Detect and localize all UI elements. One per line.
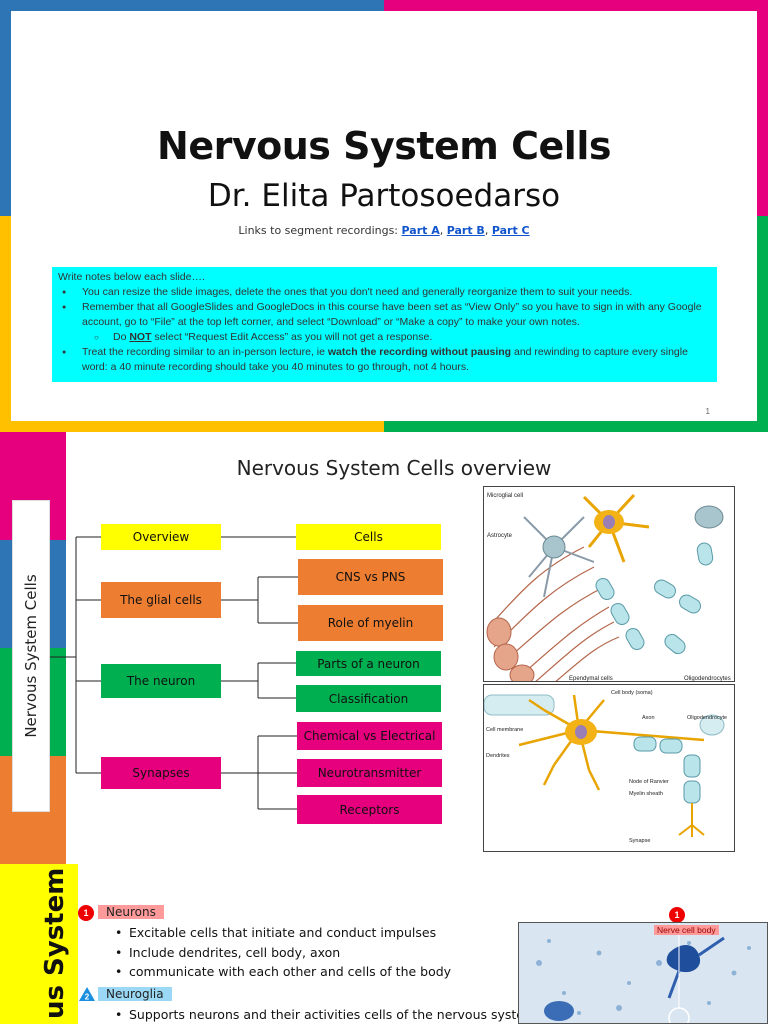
glial-cells-illustration: Microglial cell Astrocyte Ependymal cell…: [486, 493, 731, 682]
label-synapse: Synapse: [629, 838, 650, 844]
frame-bar-left-bottom: [0, 216, 11, 432]
neurons-bullet: communicate with each other and cells of…: [113, 962, 451, 982]
box-cns-vs-pns: CNS vs PNS: [298, 559, 443, 595]
frame-bar-top-right: [384, 0, 768, 11]
notes-subbullet-edit-access: Do NOT select “Request Edit Access” as y…: [58, 330, 711, 345]
number-badge-1: 1: [78, 905, 94, 921]
link-part-b[interactable]: Part B: [446, 224, 485, 237]
label-oligodendrocytes: Oligodendrocytes: [684, 676, 731, 682]
header-neurons: Neurons: [98, 905, 164, 919]
box-chemical-vs-electrical: Chemical vs Electrical: [297, 722, 442, 750]
label-myelin-sheath: Myelin sheath: [629, 791, 663, 797]
page-number: 1: [705, 407, 710, 416]
connector-lines: [50, 536, 298, 810]
notes-box: Write notes below each slide…. You can r…: [52, 267, 717, 382]
neuron-figure: Cell body (soma) Cell membrane Axon Olig…: [483, 684, 735, 852]
notes-intro: Write notes below each slide….: [58, 271, 205, 283]
label-microglial: Microglial cell: [487, 493, 523, 499]
recording-links: Links to segment recordings: Part A, Par…: [238, 224, 530, 237]
neuron-illustration: Cell body (soma) Cell membrane Axon Olig…: [484, 690, 727, 844]
notes-bullet-resize: You can resize the slide images, delete …: [58, 285, 711, 300]
sub-bold: NOT: [129, 331, 152, 343]
label-oligodendrocyte: Oligodendrocyte: [687, 715, 727, 721]
links-prefix: Links to segment recordings:: [238, 224, 402, 237]
b3-bold: watch the recording without pausing: [327, 346, 512, 358]
micrograph-image: Nerve cell body: [518, 922, 768, 1024]
label-cell-body: Cell body (soma): [611, 690, 653, 696]
label-dendrites: Dendrites: [486, 753, 510, 759]
notes-bullet-view-only: Remember that all GoogleSlides and Googl…: [58, 300, 711, 330]
box-cells: Cells: [296, 524, 441, 550]
side-title-bar: us System: [0, 864, 78, 1024]
label-node-of-ranvier: Node of Ranvier: [629, 779, 669, 785]
micro-label: Nerve cell body: [654, 925, 719, 935]
box-overview: Overview: [101, 524, 221, 550]
frame-bar-right-bottom: [757, 216, 768, 432]
box-parts-of-neuron: Parts of a neuron: [296, 651, 441, 676]
header-neuroglia: Neuroglia: [98, 987, 172, 1001]
number-badge-2: 2: [79, 987, 95, 1002]
sub-pre: Do: [113, 331, 130, 343]
box-neuron: The neuron: [101, 664, 221, 698]
neurons-list: Excitable cells that initiate and conduc…: [113, 923, 451, 982]
box-synapses: Synapses: [101, 757, 221, 789]
slide-title: Nervous System Cells: [157, 124, 611, 168]
frame-bar-right-top: [757, 0, 768, 216]
frame-bar-bottom-left: [0, 421, 384, 432]
box-classification: Classification: [296, 685, 441, 712]
link-part-a[interactable]: Part A: [401, 224, 440, 237]
box-glial-cells: The glial cells: [101, 582, 221, 618]
slide-2: Nervous System Cells Nervous System Cell…: [0, 432, 768, 864]
slide-title: Nervous System Cells overview: [236, 456, 552, 480]
b3-pre: Treat the recording similar to an in-per…: [82, 346, 328, 358]
neurons-bullet: Include dendrites, cell body, axon: [113, 943, 451, 963]
side-label-box: Nervous System Cells: [12, 500, 50, 812]
slide-1: Nervous System Cells Dr. Elita Partosoed…: [0, 0, 768, 432]
side-title: us System: [40, 867, 70, 1019]
micro-badge: 1: [669, 907, 685, 923]
neurons-bullet: Excitable cells that initiate and conduc…: [113, 923, 451, 943]
notes-bullet-recording: Treat the recording similar to an in-per…: [58, 345, 711, 375]
frame-bar-left-top: [0, 0, 11, 216]
label-astrocyte: Astrocyte: [487, 533, 513, 539]
glial-cells-figure: Microglial cell Astrocyte Ependymal cell…: [483, 486, 735, 682]
badge-2-num: 2: [85, 993, 90, 1002]
label-cell-membrane: Cell membrane: [486, 727, 523, 733]
slide-3: us System 1 Neurons Excitable cells that…: [0, 864, 768, 1024]
label-axon: Axon: [642, 715, 655, 721]
slide-subtitle: Dr. Elita Partosoedarso: [207, 178, 561, 214]
neuroglia-bullet: Supports neurons and their activities ce…: [113, 1005, 536, 1024]
b3-post: and rewinding to capture every single wo…: [82, 346, 688, 373]
frame-bar-top-left: [0, 0, 384, 11]
box-receptors: Receptors: [297, 795, 442, 824]
frame-bar-bottom-right: [384, 421, 768, 432]
sub-post: select “Request Edit Access” as you will…: [151, 331, 433, 343]
box-role-of-myelin: Role of myelin: [298, 605, 443, 641]
neuroglia-list: Supports neurons and their activities ce…: [113, 1005, 536, 1024]
link-part-c[interactable]: Part C: [491, 224, 530, 237]
box-neurotransmitter: Neurotransmitter: [297, 759, 442, 787]
micrograph-illustration: [519, 923, 767, 1023]
label-ependymal: Ependymal cells: [569, 676, 613, 682]
